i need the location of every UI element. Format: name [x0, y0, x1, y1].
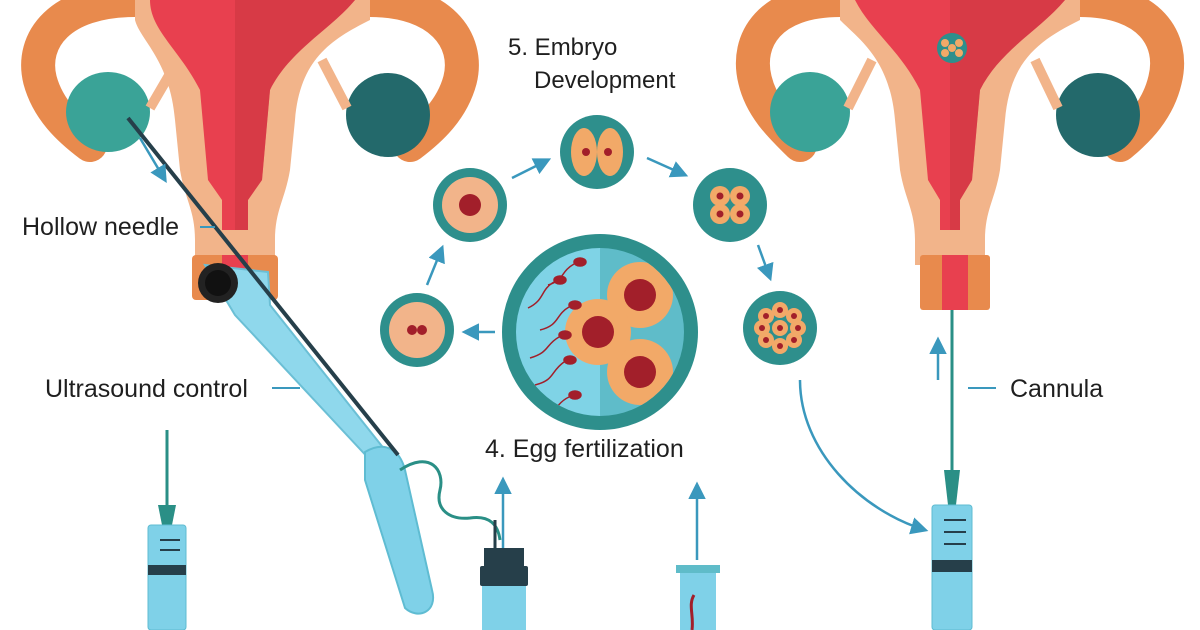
embryo-cell-icon	[380, 293, 454, 367]
hollow-needle-label: Hollow needle	[22, 213, 179, 241]
cannula-label: Cannula	[1010, 375, 1103, 403]
ultrasound-probe-icon	[198, 263, 502, 615]
ultrasound-control-label: Ultrasound control	[45, 375, 248, 403]
embryo-cell-icon	[743, 291, 817, 365]
test-tube-icon	[676, 481, 720, 630]
syringe-icon	[147, 430, 187, 630]
embryo-cell-icon	[433, 168, 507, 242]
hollow-needle-icon	[126, 116, 400, 457]
arrow-icon	[425, 156, 929, 535]
egg-fertilization-label: 4. Egg fertilization	[485, 435, 684, 463]
petri-dish-icon	[502, 234, 698, 430]
embryo-development-label-line1: 5. Embryo	[508, 34, 617, 61]
embryo-cell-icon	[560, 115, 634, 189]
embryo-development-label-line2: Development	[534, 67, 676, 94]
uterus-right-icon	[735, 0, 1185, 310]
uterus-left-icon	[21, 0, 479, 300]
syringe-icon	[480, 476, 528, 630]
syringe-icon	[929, 310, 973, 630]
embryo-cell-icon	[693, 168, 767, 242]
